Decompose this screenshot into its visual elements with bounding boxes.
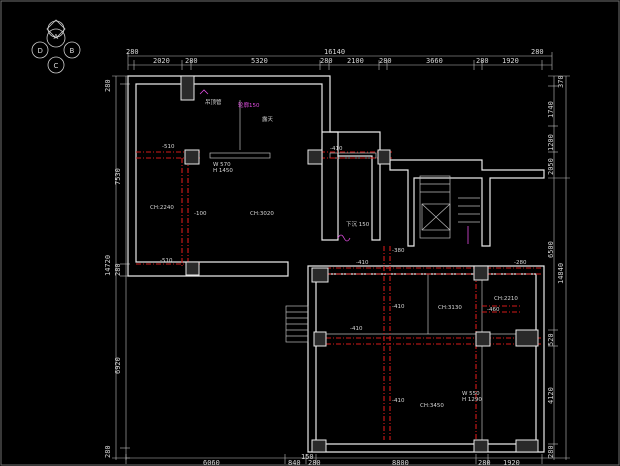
left-dimension-chain: 280 7530 14720 280 6920 280 — [104, 75, 130, 460]
beam-label-7: -410 — [350, 326, 363, 332]
dim-right-7: 4120 — [547, 387, 555, 404]
dim-top-7: 3660 — [426, 57, 443, 65]
dim-bottom-6: 1920 — [503, 459, 520, 466]
dim-right-5: 14840 — [557, 263, 565, 284]
dim-top-overall: 16140 — [324, 48, 345, 56]
note-lift: 吊顶管 — [205, 98, 222, 106]
dim-top-4: 280 — [320, 57, 333, 65]
beam-level-labels: -510 -100 -510 -410 -380 -410 -280 -410 … — [160, 144, 527, 404]
dim-right-2: 1200 — [547, 134, 555, 151]
axis-bubble-icon: A B C D — [31, 19, 81, 74]
beam-label-1: -100 — [194, 211, 207, 217]
dim-left-1: 7530 — [114, 168, 122, 185]
staircase — [419, 175, 480, 239]
room-ch-3450: CH:3450 — [420, 403, 444, 409]
room-ch-2210: CH:2210 — [494, 296, 518, 302]
note-window-2h: H 1290 — [462, 397, 482, 403]
dim-left-5: 280 — [104, 445, 112, 458]
dim-left-0: 280 — [104, 79, 112, 92]
dim-right-8: 280 — [547, 445, 555, 458]
dim-bottom-0: 6060 — [203, 459, 220, 466]
note-window-2w: W 550 — [462, 391, 480, 397]
dim-left-3: 280 — [114, 263, 122, 276]
note-window-1w: W 570 — [213, 162, 231, 168]
right-dimension-chain: 370 1740 1200 2050 6500 14840 520 4120 2… — [547, 75, 570, 460]
dim-left-2: 14720 — [104, 255, 112, 276]
dim-right-1: 1740 — [547, 101, 555, 118]
dim-top-1: 2020 — [153, 57, 170, 65]
beam-label-6: -280 — [514, 260, 527, 266]
dim-top-6: 280 — [379, 57, 392, 65]
dim-top-5: 2100 — [347, 57, 364, 65]
compass-south: C — [54, 62, 59, 70]
compass-west: D — [38, 47, 43, 55]
dim-top-9: 1920 — [502, 57, 519, 65]
beam-label-10: -410 — [330, 146, 343, 152]
annotations: 吊顶管 轮廓150 露天 下沉 150 W 570 H 1450 W 550 H… — [199, 89, 482, 403]
beam-label-8: -460 — [487, 307, 500, 313]
dim-bottom-5: 280 — [478, 459, 491, 466]
dim-top-0: 280 — [126, 48, 139, 56]
beam-label-3: -410 — [356, 260, 369, 266]
dim-bottom-3: 280 — [308, 459, 321, 466]
building-walls — [127, 75, 545, 453]
dim-right-6: 520 — [547, 333, 555, 346]
structural-columns — [180, 75, 539, 453]
dim-bottom-1: 840 — [288, 459, 301, 466]
room-ch-3020: CH:3020 — [250, 211, 274, 217]
dim-right-4: 6500 — [547, 241, 555, 258]
beam-label-2: -510 — [160, 258, 173, 264]
dim-right-3: 2050 — [547, 158, 555, 175]
beam-label-5: -410 — [392, 304, 405, 310]
dim-bottom-2: 150 — [301, 453, 314, 461]
beam-label-0: -510 — [162, 144, 175, 150]
bottom-dimension-chain: 6060 840 150 280 8800 280 1920 — [125, 453, 552, 466]
dim-bottom-4: 8800 — [392, 459, 409, 466]
compass-east: B — [70, 47, 75, 55]
dim-top-8: 280 — [476, 57, 489, 65]
dim-right-0: 370 — [557, 75, 565, 88]
dim-top-10: 280 — [531, 48, 544, 56]
dim-top-2: 280 — [185, 57, 198, 65]
room-ch-3130: CH:3130 — [438, 305, 462, 311]
beam-label-9: -410 — [392, 398, 405, 404]
note-window-1h: H 1450 — [213, 168, 233, 174]
compass-north: A — [54, 33, 59, 41]
note-drop: 下沉 150 — [346, 220, 370, 228]
top-dimension-chain: 16140 280 2020 280 5320 280 2100 280 366… — [126, 48, 553, 70]
note-zone: 露天 — [262, 116, 274, 123]
room-ch-2240: CH:2240 — [150, 205, 174, 211]
note-magenta: 轮廓150 — [238, 101, 260, 109]
room-ceiling-labels: CH:2240 CH:3020 CH:3130 CH:2210 CH:3450 — [150, 205, 518, 409]
beam-label-4: -380 — [392, 248, 405, 254]
dim-top-3: 5320 — [251, 57, 268, 65]
dim-left-4: 6920 — [114, 357, 122, 374]
